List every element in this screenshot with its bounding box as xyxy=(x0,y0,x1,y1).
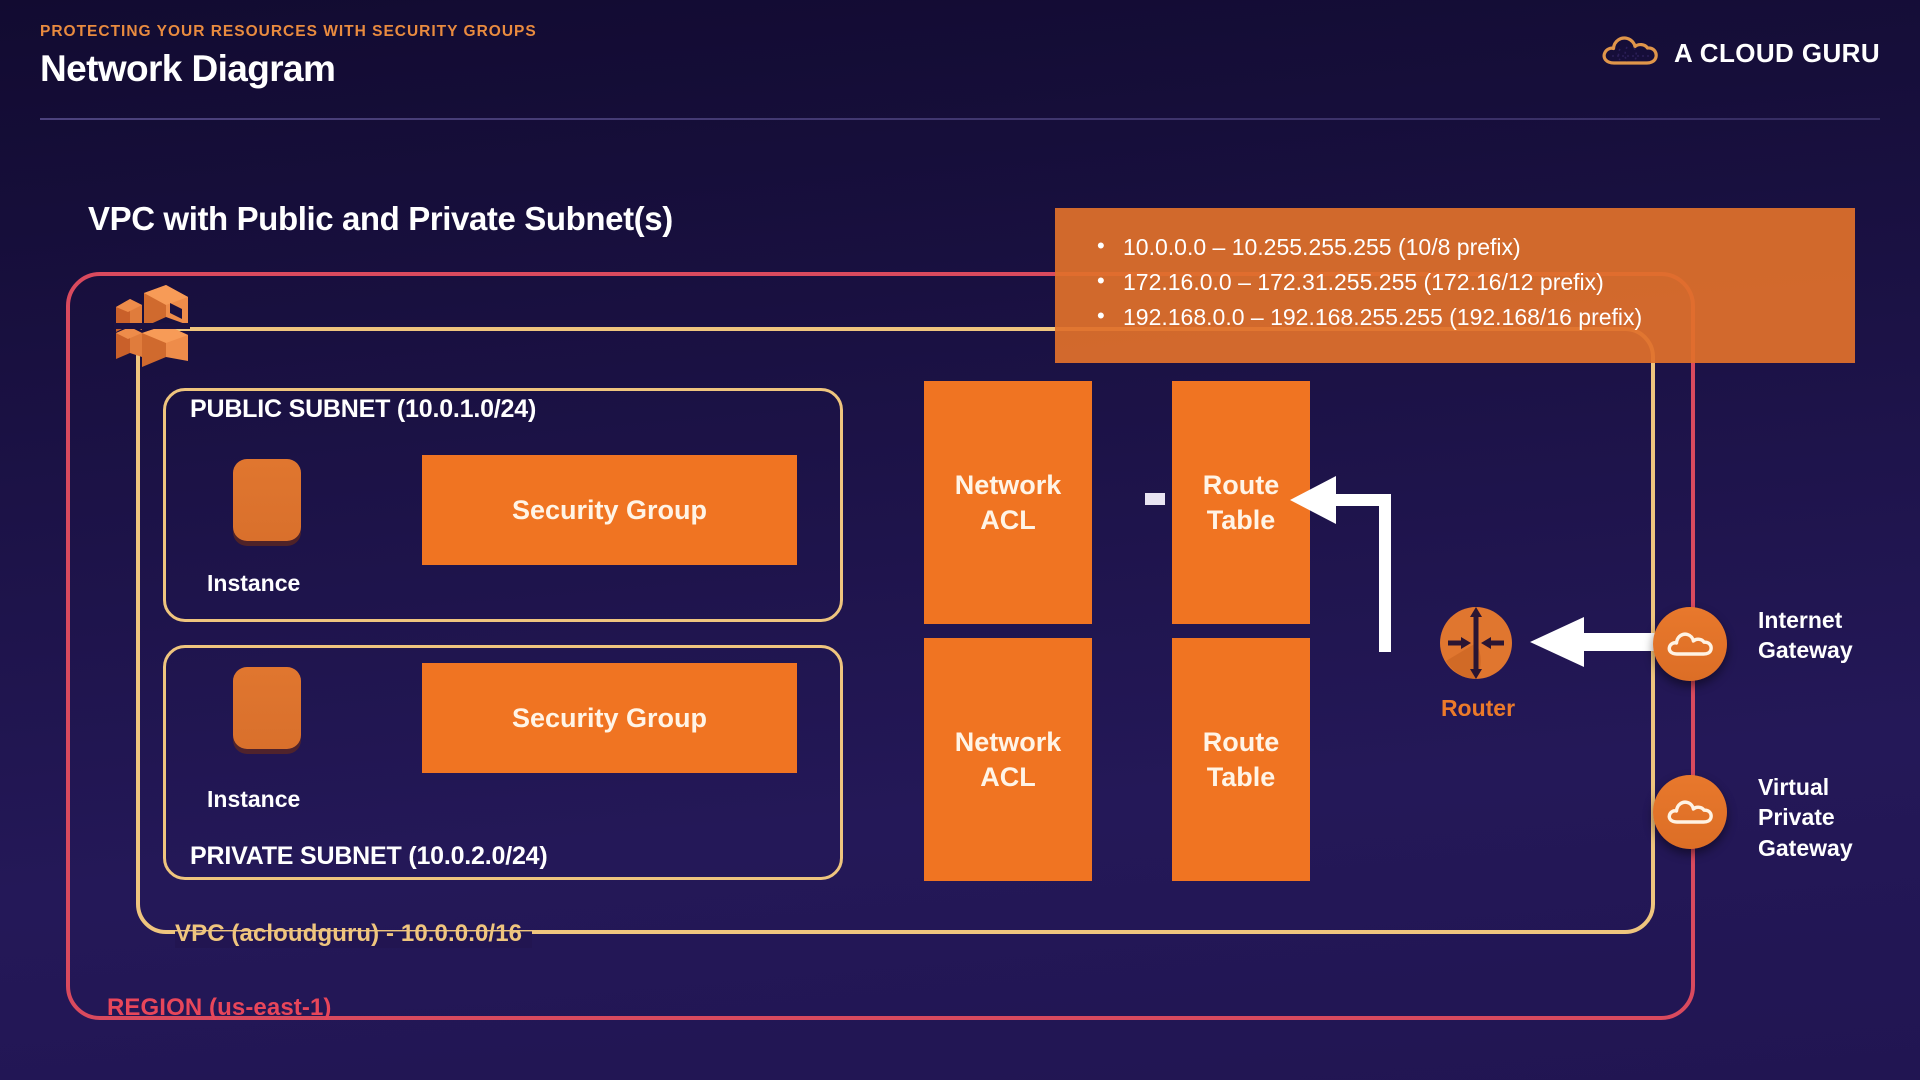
vpc-label: VPC (acloudguru) - 10.0.0.0/16 xyxy=(175,920,533,948)
vpc-boundary xyxy=(136,327,1655,934)
private-subnet-container xyxy=(163,645,843,880)
route-table-inbound-arrow xyxy=(1290,472,1490,652)
page-title: Network Diagram xyxy=(40,48,336,89)
ip-range-item: 10.0.0.0 – 10.255.255.255 (10/8 prefix) xyxy=(1089,229,1855,265)
instance-label: Instance xyxy=(207,786,301,812)
instance-label: Instance xyxy=(207,570,301,596)
private-subnet-label: PRIVATE SUBNET (10.0.2.0/24) xyxy=(190,842,548,870)
brand-logo: A CLOUD GURU xyxy=(1600,32,1880,75)
cloud-gateway-icon xyxy=(1653,607,1727,681)
header-eyebrow: PROTECTING YOUR RESOURCES WITH SECURITY … xyxy=(40,23,537,40)
acl-route-table-connector xyxy=(1145,493,1165,505)
security-group-label: Security Group xyxy=(511,494,708,525)
public-subnet-container xyxy=(163,388,843,622)
brand-name: A CLOUD GURU xyxy=(1673,38,1880,68)
cloud-outline-icon xyxy=(1600,32,1660,75)
cloud-gateway-icon xyxy=(1653,775,1727,849)
ip-range-item: 172.16.0.0 – 172.31.255.255 (172.16/12 p… xyxy=(1089,264,1855,300)
private-ip-ranges-callout: 10.0.0.0 – 10.255.255.255 (10/8 prefix) … xyxy=(1055,208,1855,363)
page-header: PROTECTING YOUR RESOURCES WITH SECURITY … xyxy=(0,0,1920,120)
diagram-title: VPC with Public and Private Subnet(s) xyxy=(88,200,673,237)
ec2-instance-icon xyxy=(233,667,301,749)
public-subnet-label: PUBLIC SUBNET (10.0.1.0/24) xyxy=(190,395,537,423)
security-group-private: Security Group xyxy=(422,663,797,773)
ip-range-item: 192.168.0.0 – 192.168.255.255 (192.168/1… xyxy=(1089,299,1855,335)
header-divider xyxy=(40,118,1880,120)
router-icon xyxy=(1438,605,1514,681)
aws-vpc-icon xyxy=(112,285,196,371)
ip-range-list: 10.0.0.0 – 10.255.255.255 (10/8 prefix) … xyxy=(1089,229,1855,335)
security-group-public: Security Group xyxy=(422,455,797,565)
ec2-instance-icon xyxy=(233,459,301,541)
region-label: REGION (us-east-1) xyxy=(107,994,332,1021)
router-label: Router xyxy=(1440,695,1516,721)
security-group-label: Security Group xyxy=(511,702,708,733)
